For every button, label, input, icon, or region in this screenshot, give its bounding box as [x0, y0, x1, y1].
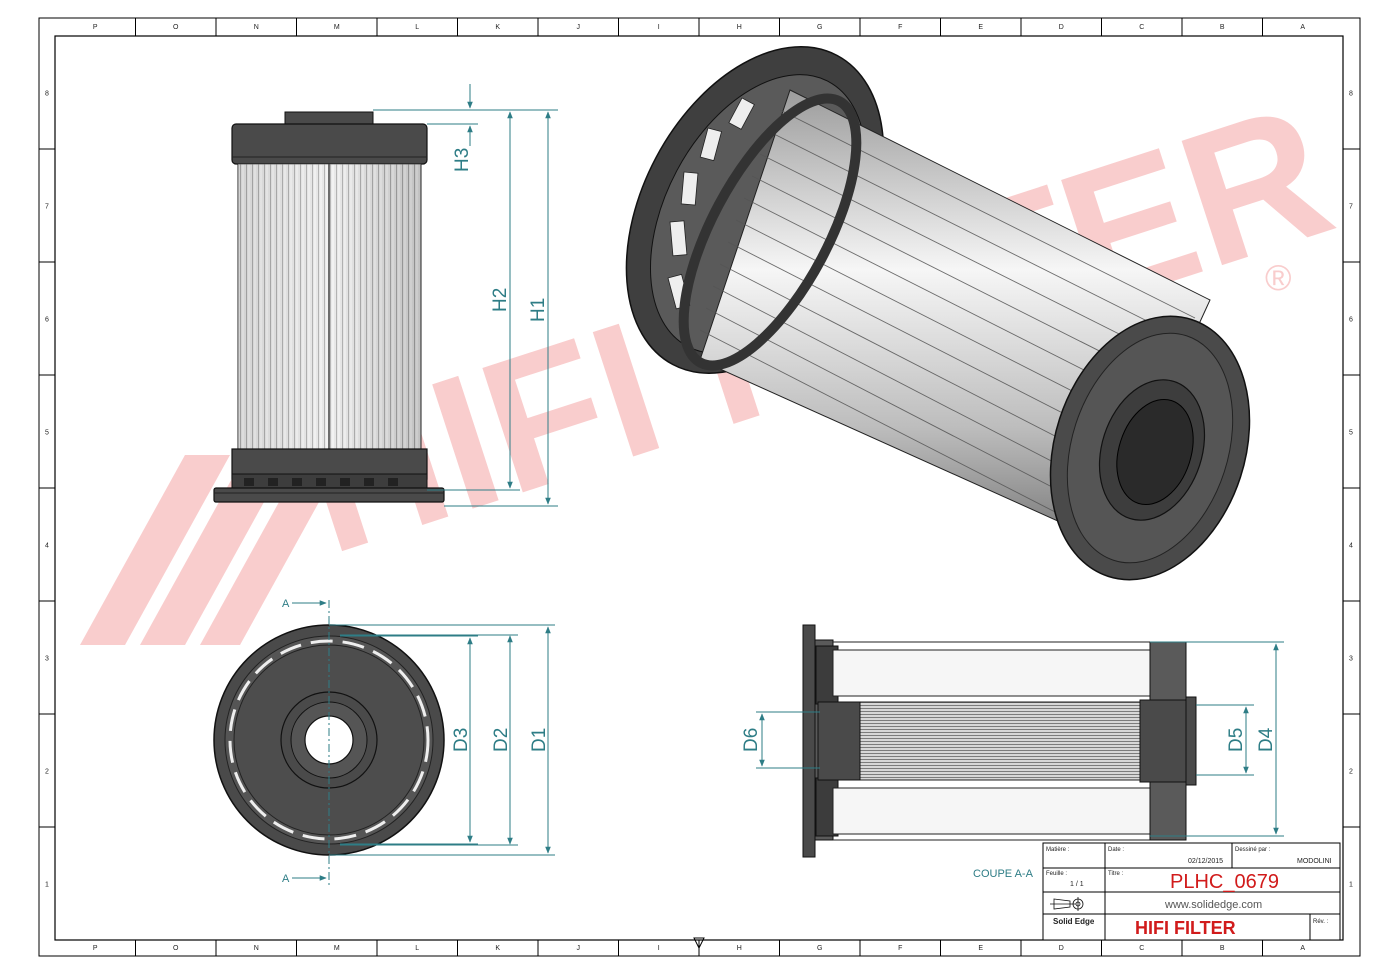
right-zone-label: 6	[1349, 317, 1353, 324]
tb-titre-label: Titre :	[1108, 871, 1123, 877]
top-zone-label: K	[495, 24, 500, 31]
right-zone-label: 7	[1349, 204, 1353, 211]
bottom-zone-label: H	[737, 945, 742, 952]
projection-symbol-icon	[1050, 897, 1084, 911]
top-zone-label: C	[1139, 24, 1144, 31]
section-marker-bottom: A	[282, 873, 290, 885]
tb-matiere-label: Matière :	[1046, 847, 1070, 853]
right-zone-label: 4	[1349, 543, 1353, 550]
section-marker-top: A	[282, 598, 290, 610]
bottom-zone-label: P	[93, 945, 98, 952]
bottom-zone-label: L	[415, 945, 419, 952]
left-zone-label: 8	[45, 91, 49, 98]
left-zone-label: 6	[45, 317, 49, 324]
bottom-zone-label: M	[334, 945, 340, 952]
section-arrows	[292, 600, 327, 881]
tb-date-value: 02/12/2015	[1188, 858, 1223, 865]
top-zone-label: D	[1059, 24, 1064, 31]
top-zone-label: P	[93, 24, 98, 31]
dim-h3: H3	[452, 148, 473, 172]
dim-d3: D3	[451, 728, 472, 752]
bottom-zone-label: A	[1300, 945, 1305, 952]
centering-mark	[693, 937, 705, 950]
right-zone-label: 1	[1349, 882, 1353, 889]
section-caption: COUPE A-A	[973, 868, 1034, 880]
bottom-zone-label: C	[1139, 945, 1144, 952]
left-zone-label: 3	[45, 656, 49, 663]
left-zone-label: 2	[45, 769, 49, 776]
tb-feuille-label: Feuille :	[1046, 871, 1067, 877]
end-dimensions	[329, 624, 555, 856]
top-zone-label: G	[817, 24, 822, 31]
left-zone-label: 5	[45, 430, 49, 437]
tb-feuille-value: 1 / 1	[1070, 881, 1084, 888]
tb-rev-label: Rév. :	[1313, 919, 1329, 925]
front-view	[213, 111, 445, 503]
bottom-zone-label: J	[577, 945, 581, 952]
left-zone-label: 4	[45, 543, 49, 550]
top-zone-label: M	[334, 24, 340, 31]
tb-brand: HIFI FILTER	[1135, 918, 1236, 938]
top-zone-label: B	[1220, 24, 1225, 31]
right-zone-label: 3	[1349, 656, 1353, 663]
left-zone-label: 7	[45, 204, 49, 211]
registered-mark: ®	[1265, 257, 1292, 298]
dim-h2: H2	[490, 288, 511, 312]
tb-website: www.solidedge.com	[1164, 899, 1262, 911]
bottom-zone-label: G	[817, 945, 822, 952]
tb-dessine-value: MODOLINI	[1297, 858, 1332, 865]
right-zone-label: 2	[1349, 769, 1353, 776]
top-zone-label: I	[658, 24, 660, 31]
bottom-zone-label: O	[173, 945, 179, 952]
right-zone-ruler: 8 7 6 5 4 3 2 1	[1343, 91, 1360, 889]
top-zone-label: F	[898, 24, 902, 31]
top-zone-label: H	[737, 24, 742, 31]
dim-d2: D2	[491, 728, 512, 752]
dim-h1: H1	[528, 298, 549, 322]
dim-d1: D1	[529, 728, 550, 752]
front-dimensions	[373, 84, 558, 507]
bottom-zone-label: E	[978, 945, 983, 952]
bottom-zone-label: N	[254, 945, 259, 952]
isometric-view	[625, 46, 1251, 581]
bottom-zone-label: I	[658, 945, 660, 952]
bottom-zone-label: F	[898, 945, 902, 952]
bottom-zone-label: B	[1220, 945, 1225, 952]
end-view	[213, 600, 445, 885]
tb-date-label: Date :	[1108, 847, 1124, 853]
left-zone-ruler: 8 7 6 5 4 3 2 1	[39, 91, 55, 889]
top-zone-label: J	[577, 24, 581, 31]
section-view	[802, 624, 1197, 858]
right-zone-label: 5	[1349, 430, 1353, 437]
left-zone-label: 1	[45, 882, 49, 889]
dim-d4: D4	[1256, 727, 1277, 752]
section-dimensions	[756, 641, 1284, 837]
tb-part-number: PLHC_0679	[1170, 871, 1279, 893]
top-zone-label: A	[1300, 24, 1305, 31]
dim-d5: D5	[1226, 728, 1247, 752]
top-zone-label: N	[254, 24, 259, 31]
top-zone-label: O	[173, 24, 179, 31]
tb-software: Solid Edge	[1053, 917, 1095, 926]
top-zone-label: E	[978, 24, 983, 31]
right-zone-label: 8	[1349, 91, 1353, 98]
bottom-zone-label: K	[495, 945, 500, 952]
top-zone-label: L	[415, 24, 419, 31]
bottom-zone-label: D	[1059, 945, 1064, 952]
tb-dessine-label: Dessiné par :	[1235, 847, 1271, 853]
dim-d6: D6	[741, 728, 762, 752]
title-block	[1042, 842, 1341, 941]
